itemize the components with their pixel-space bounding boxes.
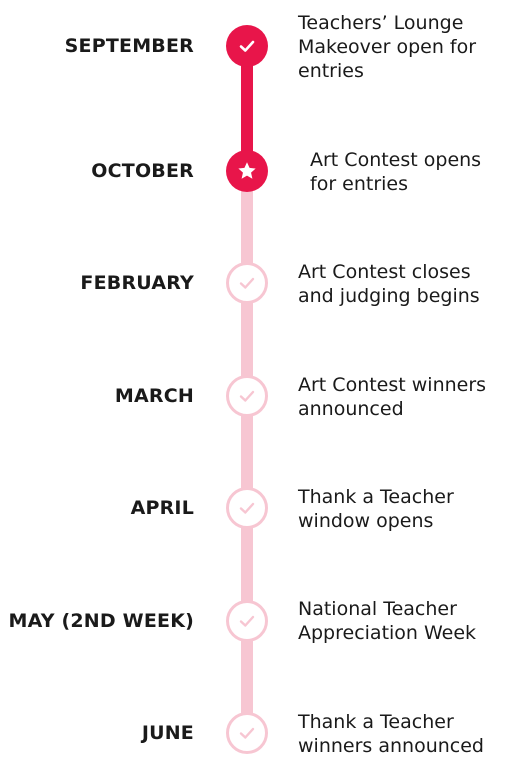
milestone-month: APRIL [130, 497, 194, 519]
milestone-description: Art Contest winners announced [298, 374, 487, 420]
milestone-node-done [226, 25, 268, 67]
milestone-node-upcoming [226, 487, 268, 529]
timeline-progress-line [241, 44, 253, 174]
milestone-description: Art Contest opens for entries [310, 149, 482, 195]
milestone-month: OCTOBER [91, 160, 194, 182]
check-icon [239, 727, 255, 739]
milestone-node-upcoming [226, 375, 268, 417]
milestone-description: Teachers’ Lounge Makeover open for entri… [298, 12, 477, 82]
milestone-month: FEBRUARY [80, 272, 194, 294]
milestone-node-upcoming [226, 600, 268, 642]
check-icon [239, 502, 255, 514]
milestone-description: Thank a Teacher winners announced [298, 711, 484, 757]
milestone-node-upcoming [226, 712, 268, 754]
milestone-month: SEPTEMBER [64, 35, 194, 57]
check-icon [239, 277, 255, 289]
check-icon [239, 615, 255, 627]
check-icon [239, 40, 255, 52]
milestone-month: JUNE [141, 722, 194, 744]
milestone-description: National Teacher Appreciation Week [298, 598, 477, 644]
milestone-description: Art Contest closes and judging begins [298, 261, 480, 307]
milestone-month: MAY (2ND WEEK) [8, 610, 194, 632]
milestone-month: MARCH [114, 385, 194, 407]
milestone-node-current [226, 150, 268, 192]
timeline-remaining-line [241, 174, 253, 734]
milestone-description: Thank a Teacher window opens [298, 486, 454, 532]
milestone-node-upcoming [226, 262, 268, 304]
check-icon [239, 390, 255, 402]
star-icon [238, 162, 256, 179]
